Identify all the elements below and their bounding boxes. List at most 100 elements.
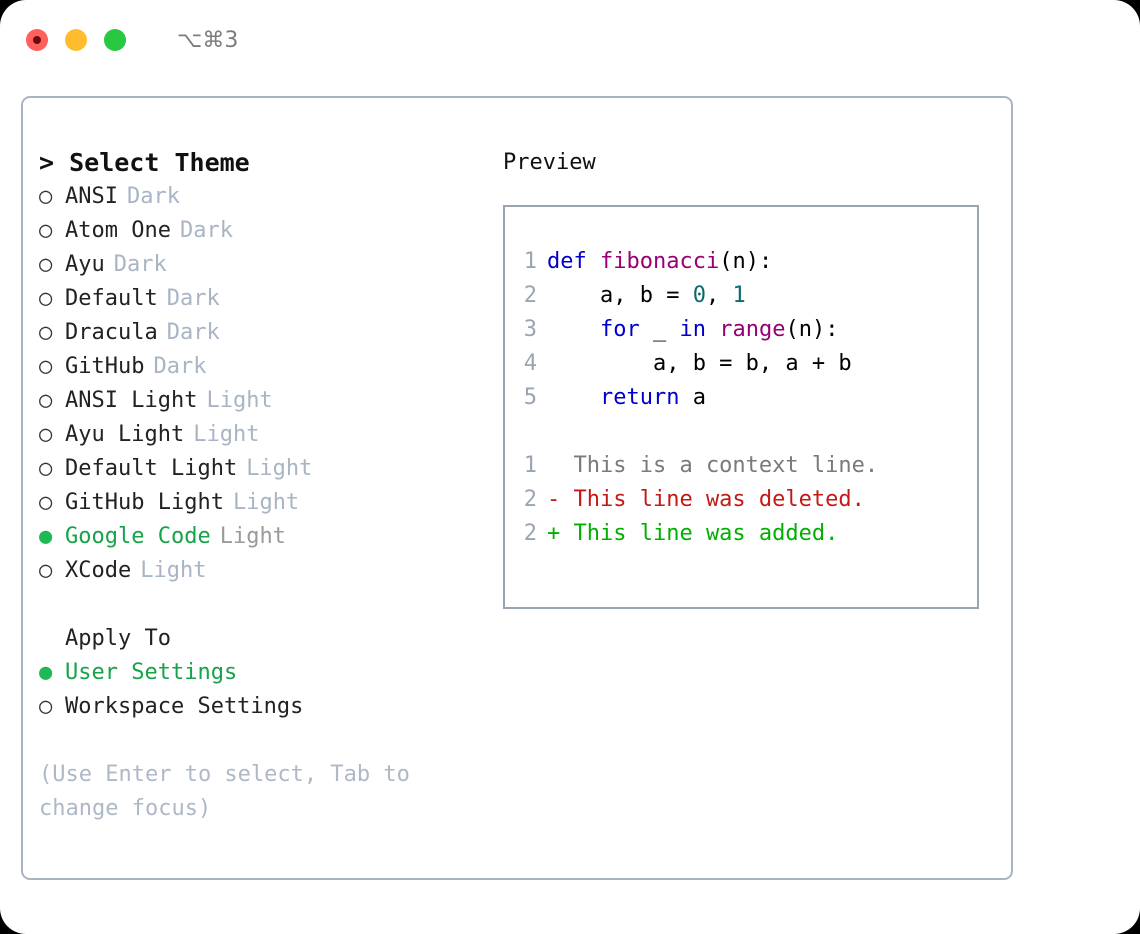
- theme-kind-badge: Dark: [113, 252, 167, 277]
- apply-to-label: Workspace Settings: [65, 694, 304, 719]
- code-token: (n):: [719, 249, 773, 274]
- theme-list-item[interactable]: ○ Ayu Dark: [39, 248, 509, 282]
- radio-unselected-icon: ○: [39, 490, 53, 515]
- code-token: [706, 317, 719, 342]
- line-number: 5: [523, 385, 537, 410]
- code-line: 4 a, b = b, a + b: [505, 347, 977, 381]
- radio-unselected-icon: ○: [39, 456, 53, 481]
- code-line-text: return a: [547, 381, 706, 415]
- radio-unselected-icon: ○: [39, 218, 53, 243]
- list-spacer: [39, 588, 509, 622]
- diff-sample: 1 This is a context line. 2 - This line wa…: [505, 449, 977, 551]
- code-line: 5 return a: [505, 381, 977, 415]
- diff-line: 2 + This line was added.: [505, 517, 977, 551]
- code-line: 3 for _ in range(n):: [505, 313, 977, 347]
- code-token: in: [679, 317, 706, 342]
- apply-to-item[interactable]: ●User Settings: [39, 656, 509, 690]
- theme-list-item[interactable]: ○ GitHub Dark: [39, 350, 509, 384]
- title-bar: ⌥⌘3: [0, 0, 1140, 80]
- radio-unselected-icon: ○: [39, 320, 53, 345]
- diff-line-text: - This line was deleted.: [547, 487, 865, 512]
- code-line-text: a, b = b, a + b: [547, 347, 852, 381]
- theme-list-item[interactable]: ○ Atom One Dark: [39, 214, 509, 248]
- line-number: 3: [523, 317, 537, 342]
- code-token: for: [599, 317, 640, 342]
- radio-unselected-icon: ○: [39, 286, 53, 311]
- keyboard-hint-text: (Use Enter to select, Tab to change focu…: [39, 762, 424, 821]
- theme-name-label: Atom One: [65, 218, 171, 243]
- code-token: def: [547, 249, 600, 274]
- theme-kind-badge: Dark: [166, 320, 220, 345]
- theme-kind-badge: Light: [232, 490, 300, 515]
- radio-selected-icon: ●: [39, 660, 53, 685]
- theme-name-label: GitHub: [65, 354, 145, 379]
- maximize-button-icon[interactable]: [104, 29, 126, 51]
- radio-unselected-icon: ○: [39, 354, 53, 379]
- theme-name-label: Google Code: [65, 524, 211, 549]
- radio-selected-icon: ●: [39, 524, 53, 549]
- theme-name-label: Dracula: [65, 320, 158, 345]
- code-diff-spacer: [505, 415, 977, 449]
- theme-name-label: Default: [65, 286, 158, 311]
- theme-kind-badge: Dark: [153, 354, 207, 379]
- line-number: 2: [523, 487, 537, 512]
- theme-name-label: GitHub Light: [65, 490, 224, 515]
- theme-list-item[interactable]: ○ Default Dark: [39, 282, 509, 316]
- minimize-button-icon[interactable]: [65, 29, 87, 51]
- diff-line-text: + This line was added.: [547, 521, 839, 546]
- radio-unselected-icon: ○: [39, 252, 53, 277]
- code-token: [547, 317, 600, 342]
- page-title: > Select Theme: [39, 148, 250, 177]
- theme-name-label: XCode: [65, 558, 132, 583]
- radio-unselected-icon: ○: [39, 388, 53, 413]
- radio-unselected-icon: ○: [39, 558, 53, 583]
- preview-heading: Preview: [503, 150, 596, 175]
- code-token: range: [719, 317, 786, 342]
- code-line-text: a, b = 0, 1: [547, 279, 746, 313]
- radio-unselected-icon: ○: [39, 184, 53, 209]
- radio-unselected-icon: ○: [39, 422, 53, 447]
- code-token: 0: [692, 283, 706, 308]
- line-number: 1: [523, 249, 537, 274]
- theme-kind-badge: Dark: [179, 218, 233, 243]
- window-controls: [26, 29, 126, 51]
- code-token: ,: [705, 283, 733, 308]
- theme-name-label: Ayu: [65, 252, 105, 277]
- theme-list-item[interactable]: ○ Dracula Dark: [39, 316, 509, 350]
- apply-to-item[interactable]: ○ Workspace Settings: [39, 690, 509, 724]
- code-token: [547, 385, 600, 410]
- code-token: _: [639, 317, 680, 342]
- code-token: (n):: [785, 317, 839, 342]
- close-button-icon[interactable]: [26, 29, 48, 51]
- theme-kind-badge: Dark: [166, 286, 220, 311]
- theme-kind-badge: Light: [246, 456, 313, 481]
- theme-kind-badge: Light: [193, 422, 260, 447]
- theme-kind-badge: Light: [206, 388, 273, 413]
- line-number: 1: [523, 453, 537, 478]
- line-number: 2: [523, 521, 537, 546]
- apply-to-heading: Apply To: [65, 626, 171, 651]
- code-token: 1: [732, 283, 746, 308]
- radio-unselected-icon: ○: [39, 694, 53, 719]
- diff-line: 2 - This line was deleted.: [505, 483, 977, 517]
- theme-list-item[interactable]: ○ GitHub Light Light: [39, 486, 509, 520]
- code-line-text: for _ in range(n):: [547, 313, 838, 347]
- apply-to-list: ●User Settings ○ Workspace Settings: [39, 656, 509, 724]
- code-token: fibonacci: [599, 249, 720, 274]
- line-number: 4: [523, 351, 537, 376]
- diff-line: 1 This is a context line.: [505, 449, 977, 483]
- keyboard-shortcut-label: ⌥⌘3: [177, 27, 239, 53]
